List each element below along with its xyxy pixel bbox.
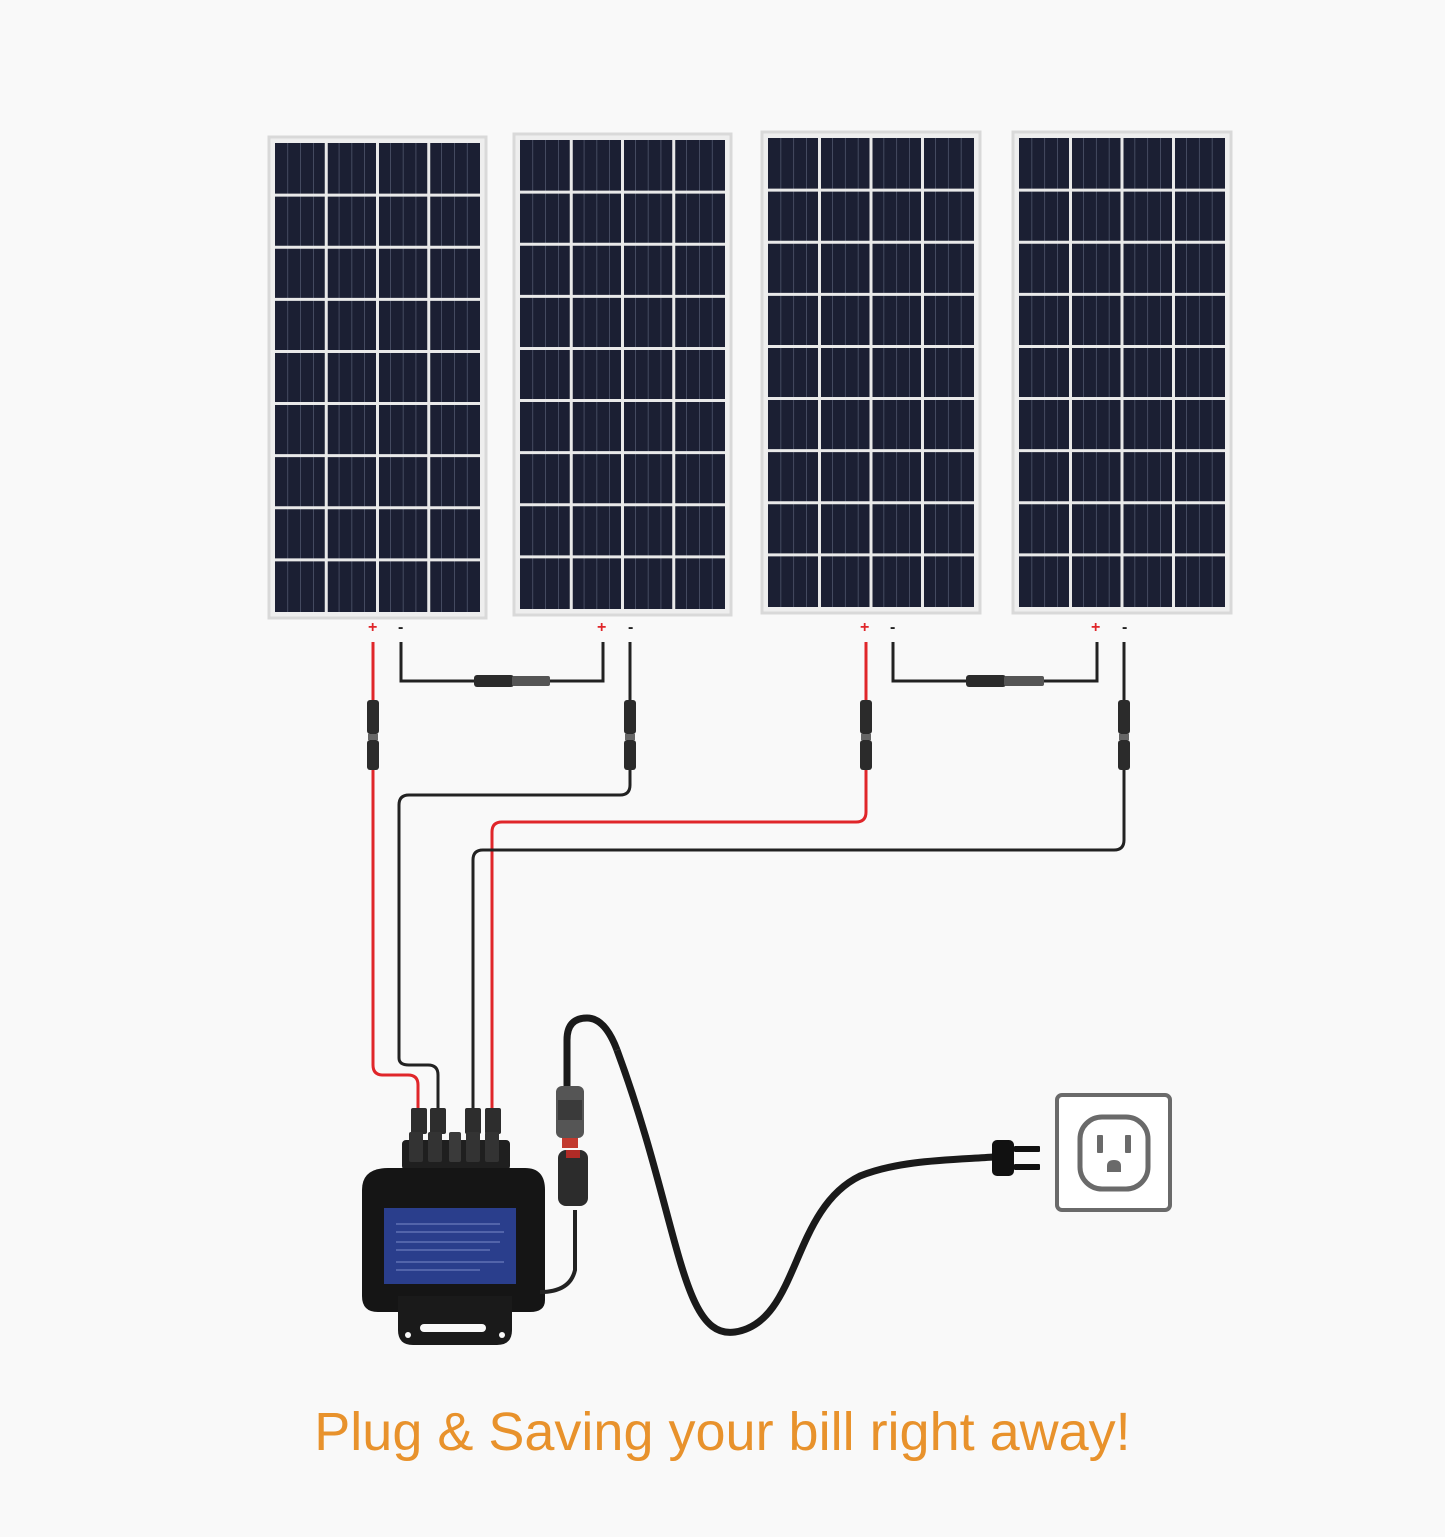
outlet-plate — [1055, 1093, 1172, 1212]
ac-cable — [613, 1048, 995, 1336]
mc4-connector-joint — [1119, 734, 1129, 740]
inverter-port — [428, 1132, 442, 1162]
panel-cell-grid — [287, 143, 468, 612]
bracket-hole — [499, 1332, 505, 1338]
panel-3-positive-label: + — [860, 619, 869, 636]
solar-panels — [267, 130, 1233, 620]
ac-connector-tip — [562, 1138, 578, 1148]
outlet-face — [1077, 1114, 1151, 1192]
inverter-label-lines — [396, 1223, 504, 1271]
plug-prong — [1014, 1146, 1040, 1152]
lead-connectors — [367, 700, 1130, 770]
mc4-connector-joint — [861, 734, 871, 740]
panel-cell-grid — [780, 138, 962, 607]
ac-connector-receiver-tip — [566, 1150, 580, 1158]
mc4-connector-female — [367, 700, 379, 734]
inverter-port — [466, 1132, 480, 1162]
mc4-connector-pair — [860, 700, 872, 770]
solar-panel — [512, 132, 733, 617]
mc4-connector-male — [624, 740, 636, 770]
ac-connector-grip — [558, 1100, 582, 1120]
panel-2-negative-label: - — [628, 619, 633, 636]
outlet-ground-hole — [1107, 1160, 1121, 1172]
mc4-connector-male — [860, 740, 872, 770]
panel-2-positive-label: + — [597, 619, 606, 636]
inverter-port — [409, 1132, 423, 1162]
inverter-ac-cable — [539, 1210, 577, 1294]
panel-4-negative-label: - — [1122, 619, 1127, 636]
panel-cell-gaps — [768, 138, 974, 607]
panel-1-negative-label: - — [398, 619, 403, 636]
caption: Plug & Saving your bill right away! — [314, 1402, 1131, 1462]
series-link-3-4 — [891, 642, 967, 683]
lead-panel-3-positive — [490, 642, 868, 1112]
panel-1-positive-label: + — [368, 619, 377, 636]
mc4-connector-male — [367, 740, 379, 770]
mc4-connector-male — [512, 676, 550, 686]
mc4-connector-pair — [367, 700, 379, 770]
inverter-port — [449, 1132, 461, 1162]
inverter-port — [485, 1132, 499, 1162]
inverter-mount-bracket — [398, 1296, 512, 1345]
ac-cable-upper — [563, 1014, 621, 1088]
ac-trunk-connector — [556, 1014, 621, 1206]
plug-body — [992, 1140, 1014, 1176]
power-plug-icon — [992, 1140, 1040, 1176]
bracket-slot — [420, 1324, 486, 1332]
series-link-1-2 — [399, 642, 475, 683]
plug-prong — [1014, 1164, 1040, 1170]
series-link-1-2-pos — [548, 642, 605, 683]
outlet-slot-right — [1125, 1135, 1131, 1153]
mc4-connector-female — [860, 700, 872, 734]
bracket-hole — [405, 1332, 411, 1338]
mc4-connector-male — [1118, 740, 1130, 770]
panel-cell-grid — [1031, 138, 1213, 607]
micro-inverter-icon — [362, 1108, 577, 1345]
inverter-plug — [430, 1108, 446, 1134]
mc4-connector-pair — [624, 700, 636, 770]
lead-panel-1-positive — [371, 642, 420, 1112]
series-link-3-4-pos — [1042, 642, 1099, 683]
outlet-slot-left — [1097, 1135, 1103, 1153]
mc4-connector-female — [966, 675, 1006, 687]
mc4-connector-female — [474, 675, 514, 687]
mc4-connector-joint — [625, 734, 635, 740]
mc4-connector-male — [1004, 676, 1044, 686]
panel-cell-grid — [532, 140, 713, 609]
mc4-connector-joint — [368, 734, 378, 740]
inverter-plug — [485, 1108, 501, 1134]
ac-connector-receiver — [558, 1150, 588, 1206]
inverter-plug — [465, 1108, 481, 1134]
solar-panel — [267, 135, 488, 620]
lead-panel-2-negative — [397, 642, 632, 1112]
main-leads — [371, 642, 1126, 1112]
mc4-connector-female — [624, 700, 636, 734]
solar-panel — [1011, 130, 1233, 615]
mc4-connector-pair — [1118, 700, 1130, 770]
lead-panel-4-negative — [471, 642, 1126, 1112]
panel-3-negative-label: - — [890, 619, 895, 636]
series-links — [399, 642, 1099, 687]
solar-panel — [760, 130, 982, 615]
inverter-plug — [411, 1108, 427, 1134]
panel-cell-gaps — [520, 140, 725, 609]
panel-4-positive-label: + — [1091, 619, 1100, 636]
panel-cell-gaps — [1019, 138, 1225, 607]
panel-cell-gaps — [275, 143, 480, 612]
wall-outlet-icon — [1055, 1093, 1172, 1212]
mc4-connector-female — [1118, 700, 1130, 734]
polarity-labels: + - + - + - + - — [368, 619, 1127, 636]
inverter-label-plate — [384, 1208, 516, 1284]
